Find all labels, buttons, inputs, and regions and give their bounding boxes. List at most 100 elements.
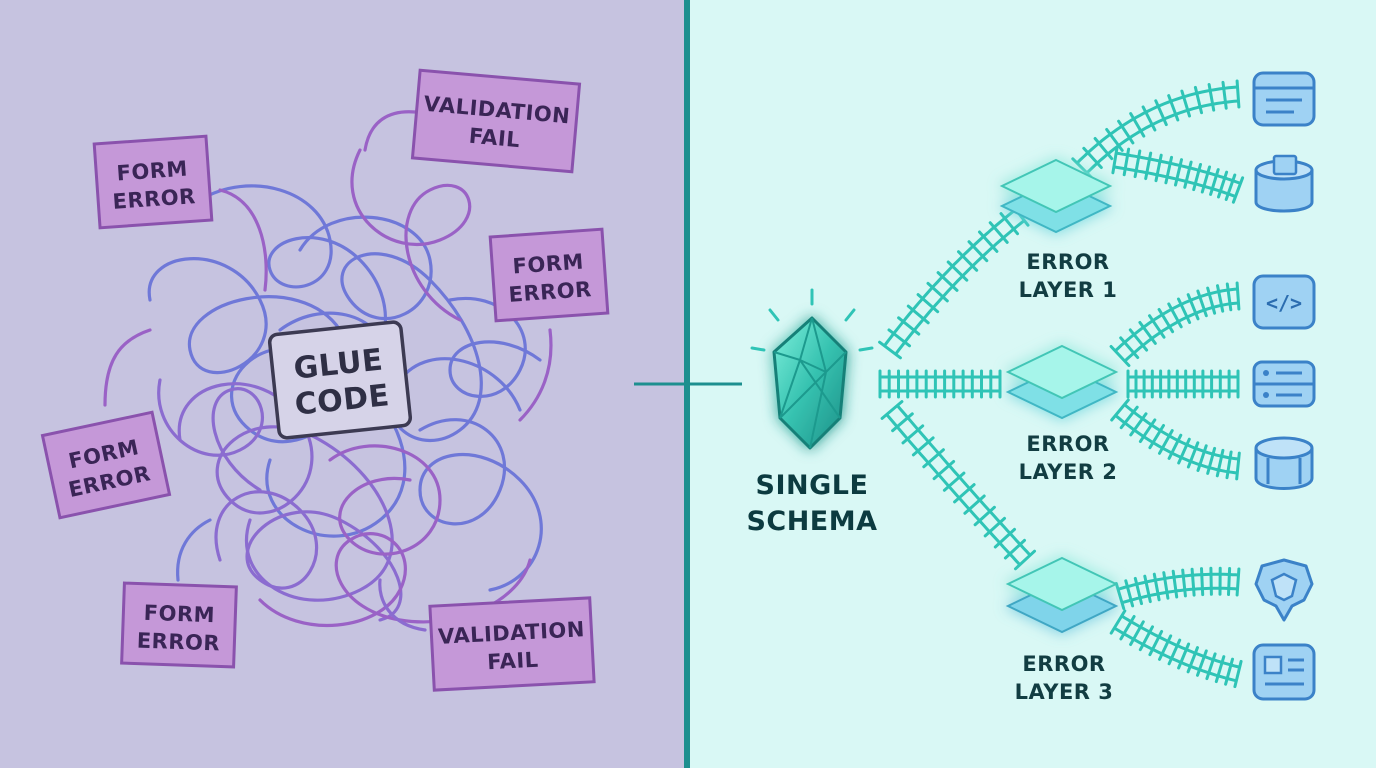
rail-tie <box>1217 170 1229 199</box>
code-icon: </> <box>1252 274 1316 330</box>
sparkle-rays <box>750 288 874 352</box>
rail-tie <box>1119 615 1136 641</box>
tag-validation-fail-2: VALIDATION FAIL <box>428 596 596 692</box>
rail-tie <box>1105 128 1124 152</box>
rail-tie <box>1174 158 1183 187</box>
layer-1-label-line-1: ERROR <box>1026 250 1109 274</box>
layer-2-label-line-2: LAYER 2 <box>1019 460 1118 484</box>
rail-tie <box>1181 568 1187 598</box>
rail-tie <box>1138 625 1154 652</box>
rail-tie <box>942 471 966 492</box>
rail-tie <box>1109 609 1127 635</box>
tag-line-1: FORM <box>512 250 585 279</box>
tag-line-2: ERROR <box>136 629 220 656</box>
rail-tie <box>1154 99 1168 127</box>
layer-3-label-line-2: LAYER 3 <box>1015 680 1114 704</box>
rail-tie <box>1141 105 1157 132</box>
rail-tie <box>1148 314 1166 339</box>
rail-tie <box>1144 151 1153 181</box>
layer-stack-1 <box>999 158 1113 234</box>
rail-tie <box>957 250 979 272</box>
rail-tie <box>1154 153 1163 183</box>
rail-tie <box>963 494 986 515</box>
rail-line <box>894 219 1026 356</box>
rail-tie <box>1177 437 1191 465</box>
tag-line-2: ERROR <box>112 184 197 214</box>
rail-tie <box>916 293 940 314</box>
rail-tie <box>887 328 911 348</box>
rail-tie <box>973 505 996 527</box>
rail-tie <box>1221 80 1228 110</box>
rail-tie <box>1162 571 1170 600</box>
layer-stack-3 <box>1005 556 1119 634</box>
rail-line <box>896 404 1032 557</box>
rail-tie <box>1196 289 1208 318</box>
tag-line-2: FAIL <box>487 648 540 675</box>
tag-validation-fail-1: VALIDATION FAIL <box>410 68 582 174</box>
rail-tie <box>1196 649 1208 677</box>
rail-tie <box>1225 450 1233 480</box>
storage-icon <box>1254 436 1314 490</box>
rail-tie <box>1167 302 1183 329</box>
rail-tie <box>1164 155 1173 185</box>
rail-tie <box>1133 149 1142 179</box>
rail-tie <box>1177 297 1192 324</box>
rail-tie <box>1206 286 1217 315</box>
rail-tie <box>1148 424 1165 450</box>
rail-tie <box>1129 112 1146 138</box>
rail-tie <box>988 221 1009 244</box>
rail-tie <box>1180 89 1191 118</box>
rail-tie <box>1183 160 1193 189</box>
rail-tie <box>1209 168 1220 196</box>
rail-tie <box>1138 418 1157 443</box>
rail-tie <box>1122 147 1131 177</box>
rail-line <box>1123 403 1239 461</box>
rail-tie <box>1190 567 1196 597</box>
browser-page-icon <box>1252 643 1316 701</box>
rail-tie <box>1114 582 1126 610</box>
rail-tie <box>1143 574 1152 604</box>
server-icon <box>1252 360 1316 408</box>
rail-tie <box>993 527 1016 549</box>
rail-tie <box>1111 145 1119 175</box>
rail-tie <box>1071 157 1093 179</box>
rail-tie <box>936 271 959 292</box>
tag-form-error-3: FORM ERROR <box>40 410 172 520</box>
rail-tie <box>1167 638 1182 666</box>
rail-tie <box>1133 576 1143 606</box>
rail-tie <box>1186 293 1200 321</box>
rail-tie <box>926 281 949 303</box>
rail-tie <box>1214 655 1226 684</box>
rail-tie <box>1129 620 1145 646</box>
rail-tie <box>1003 538 1026 560</box>
rail-tie <box>1082 146 1103 169</box>
rail-tie <box>901 424 925 445</box>
rail-tie <box>1231 176 1245 204</box>
rail-tie <box>1227 567 1232 596</box>
layer-3-label-line-1: ERROR <box>1022 652 1105 676</box>
database-icon <box>1254 154 1314 213</box>
shield-icon <box>1254 558 1314 622</box>
rail-tie <box>1233 659 1243 689</box>
tag-line-1: FORM <box>143 601 215 627</box>
rail-tie <box>1109 345 1131 367</box>
tag-form-error-1: FORM ERROR <box>92 134 214 230</box>
rail-tie <box>1224 657 1234 686</box>
rail-tie <box>932 460 956 481</box>
rail-tie <box>1117 119 1135 145</box>
rail-tie <box>999 212 1019 236</box>
rail-tie <box>1158 634 1173 661</box>
schema-label-line-1: SINGLE <box>756 470 869 501</box>
rail-tie <box>1167 433 1183 460</box>
schema-label-line-2: SCHEMA <box>746 506 877 537</box>
rail-tracks <box>878 79 1245 689</box>
tag-line-1: FORM <box>116 157 189 186</box>
rail-tie <box>967 240 989 263</box>
rail-line <box>1114 414 1238 475</box>
layer-1-label-line-2: LAYER 1 <box>1019 278 1118 302</box>
rail-tie <box>1124 579 1135 608</box>
rail-line <box>1113 626 1237 683</box>
rail-tie <box>1186 646 1199 674</box>
